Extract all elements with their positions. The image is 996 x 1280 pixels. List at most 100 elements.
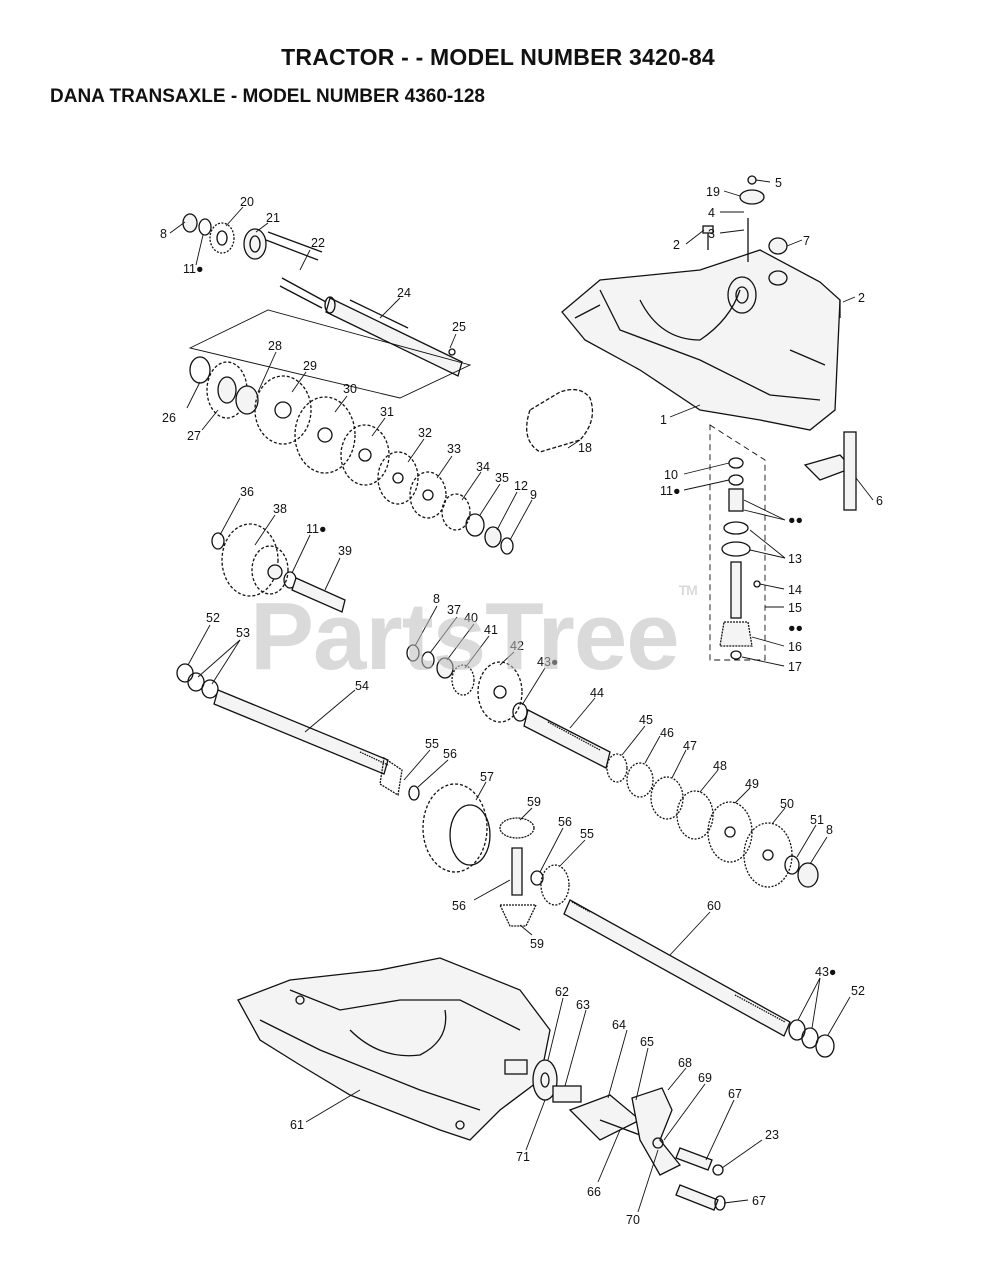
callout-label: 37: [447, 603, 461, 617]
bevel-gear-group: [406, 644, 819, 888]
callout-label: 24: [397, 286, 411, 300]
callout-labels: 20 21 8 11● 22 24 25 28 29 30 31 32 33 3…: [160, 176, 883, 1227]
callout-label: 25: [452, 320, 466, 334]
callout-label: 49: [745, 777, 759, 791]
callout-label: 66: [587, 1185, 601, 1199]
callout-label: 55: [425, 737, 439, 751]
callout-label: 16: [788, 640, 802, 654]
callout-label: 57: [480, 770, 494, 784]
shift-fork-group: [532, 1059, 726, 1211]
axle-shaft-right: [563, 899, 835, 1058]
input-shaft-group: [182, 213, 472, 399]
callout-label: 68: [678, 1056, 692, 1070]
callout-label: 40: [464, 611, 478, 625]
callout-label: 67: [728, 1087, 742, 1101]
callout-label: 70: [626, 1213, 640, 1227]
callout-label: 22: [311, 236, 325, 250]
callout-label: 69: [698, 1071, 712, 1085]
callout-label: 38: [273, 502, 287, 516]
callout-label: 5: [775, 176, 782, 190]
callout-label: 3: [708, 227, 715, 241]
callout-label: 67: [752, 1194, 766, 1208]
callout-label: 43●: [537, 655, 558, 669]
callout-label: 4: [708, 206, 715, 220]
callout-label: 18: [578, 441, 592, 455]
countershaft-gear-stack: [189, 356, 514, 555]
shift-shaft-stack: [709, 424, 766, 661]
callout-label: 56: [443, 747, 457, 761]
callout-label: 56: [452, 899, 466, 913]
watermark: PartsTreeTM: [250, 582, 698, 692]
drive-chain: [526, 388, 594, 453]
callout-label: 51: [810, 813, 824, 827]
callout-label: 63: [576, 998, 590, 1012]
callout-label: 52: [851, 984, 865, 998]
callout-label: 8: [433, 592, 440, 606]
callout-label: 50: [780, 797, 794, 811]
callout-label: 71: [516, 1150, 530, 1164]
callout-label: 56: [558, 815, 572, 829]
callout-label: 65: [640, 1035, 654, 1049]
callout-label: 11●: [660, 484, 681, 498]
callout-label: 8: [826, 823, 833, 837]
callout-label: 15: [788, 601, 802, 615]
watermark-text: PartsTree: [250, 583, 680, 690]
page-subtitle: DANA TRANSAXLE - MODEL NUMBER 4360-128: [50, 86, 485, 107]
callout-label: 14: [788, 583, 802, 597]
callout-label: 20: [240, 195, 254, 209]
callout-label: 12: [514, 479, 528, 493]
callout-label: 8: [160, 227, 167, 241]
callout-label: 45: [639, 713, 653, 727]
callout-label: 1: [660, 413, 667, 427]
callout-label: 30: [343, 382, 357, 396]
callout-label: 53: [236, 626, 250, 640]
axle-shaft-left: [176, 663, 420, 801]
transaxle-upper-housing: [561, 175, 857, 511]
callout-label: 48: [713, 759, 727, 773]
callout-label: 47: [683, 739, 697, 753]
callout-label: 39: [338, 544, 352, 558]
callout-label: 21: [266, 211, 280, 225]
callout-label: 52: [206, 611, 220, 625]
differential-assembly: [422, 783, 570, 927]
callout-label: 64: [612, 1018, 626, 1032]
callout-label: 41: [484, 623, 498, 637]
callout-leader-lines: [169, 179, 874, 1213]
callout-label: 27: [187, 429, 201, 443]
callout-label: 62: [555, 985, 569, 999]
page-title: TRACTOR - - MODEL NUMBER 3420-84: [281, 44, 715, 70]
callout-label: 7: [803, 234, 810, 248]
callout-label: 54: [355, 679, 369, 693]
callout-label: 32: [418, 426, 432, 440]
callout-label: 9: [530, 488, 537, 502]
callout-label: 6: [876, 494, 883, 508]
callout-label: 55: [580, 827, 594, 841]
callout-label: 11●: [306, 522, 327, 536]
transaxle-lower-housing: [237, 957, 551, 1141]
callout-label: 60: [707, 899, 721, 913]
callout-label: 19: [706, 185, 720, 199]
callout-label: 59: [530, 937, 544, 951]
callout-label: 29: [303, 359, 317, 373]
callout-label: ●●: [788, 513, 803, 527]
callout-label: 34: [476, 460, 490, 474]
callout-label: 26: [162, 411, 176, 425]
callout-label: 2: [673, 238, 680, 252]
callout-label: 13: [788, 552, 802, 566]
callout-label: 17: [788, 660, 802, 674]
watermark-trademark: TM: [678, 582, 698, 598]
callout-label: 28: [268, 339, 282, 353]
callout-label: 44: [590, 686, 604, 700]
callout-label: 43●: [815, 965, 836, 979]
callout-label: 36: [240, 485, 254, 499]
callout-label: 2: [858, 291, 865, 305]
callout-label: 10: [664, 468, 678, 482]
callout-label: 61: [290, 1118, 304, 1132]
callout-label: 11●: [183, 262, 204, 276]
callout-label: 31: [380, 405, 394, 419]
callout-label: 33: [447, 442, 461, 456]
callout-label: ●●: [788, 621, 803, 635]
callout-label: 42: [510, 639, 524, 653]
callout-label: 35: [495, 471, 509, 485]
